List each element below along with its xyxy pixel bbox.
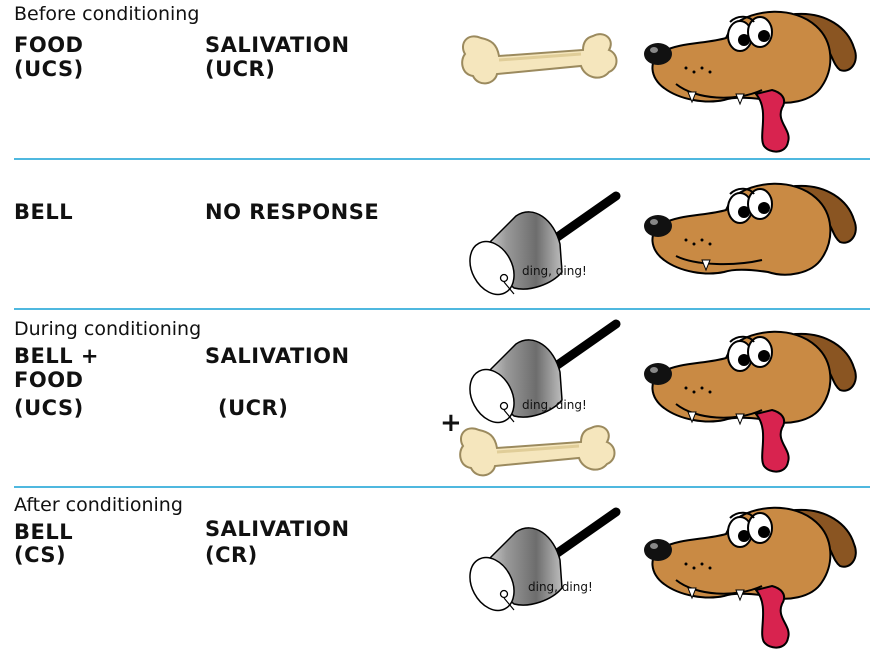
panel3-stimulus-line2: FOOD — [14, 368, 83, 392]
panel4-response-line1: SALIVATION — [205, 517, 350, 541]
panel1-response-line1: SALIVATION — [205, 33, 350, 57]
panel1-response-line2: (UCR) — [205, 57, 275, 81]
bell-sound-text: ding, ding! — [528, 580, 593, 594]
panel-divider — [14, 486, 870, 488]
panel4-heading: After conditioning — [14, 494, 183, 516]
bell-icon — [456, 190, 626, 300]
panel3-response-line2: (UCR) — [218, 396, 288, 420]
bone-icon — [456, 422, 618, 484]
bell-sound-text: ding, ding! — [522, 264, 587, 278]
dog-neutral-icon — [636, 176, 866, 326]
panel3-response-line1: SALIVATION — [205, 344, 350, 368]
bell-sound: ding, ding! — [528, 578, 638, 596]
bell-sound: ding, ding! — [522, 262, 632, 280]
bone-icon — [458, 30, 620, 92]
bell-sound-text: ding, ding! — [522, 398, 587, 412]
panel-divider — [14, 158, 870, 160]
panel2-response: NO RESPONSE — [205, 200, 379, 224]
panel1-stimulus-line2: (UCS) — [14, 57, 84, 81]
panel3-stimulus-line3: (UCS) — [14, 396, 84, 420]
panel4-stimulus-line1: BELL — [14, 520, 73, 544]
panel1-stimulus-line1: FOOD — [14, 33, 83, 57]
panel2-stimulus: BELL — [14, 200, 73, 224]
bell-icon — [456, 506, 626, 616]
dog-salivating-icon — [636, 500, 866, 650]
panel3-heading: During conditioning — [14, 318, 201, 340]
panel3-stimulus-line1: BELL + — [14, 344, 99, 368]
bell-sound: ding, ding! — [522, 396, 632, 414]
panel1-heading: Before conditioning — [14, 3, 199, 25]
dog-salivating-icon — [636, 324, 866, 474]
panel4-stimulus-line2: (CS) — [14, 543, 66, 567]
panel-divider — [14, 308, 870, 310]
panel4-response-line2: (CR) — [205, 543, 258, 567]
dog-salivating-icon — [636, 4, 866, 154]
